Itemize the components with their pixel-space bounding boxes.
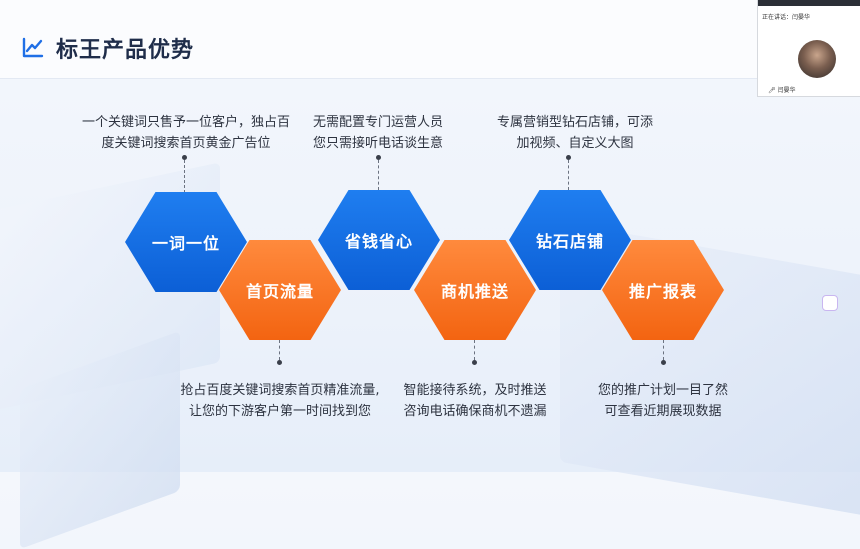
connector-line bbox=[568, 160, 569, 190]
desc-shengqian: 无需配置专门运营人员 您只需接听电话谈生意 bbox=[312, 115, 443, 151]
hex-shengqian: 省钱省心 bbox=[318, 190, 440, 290]
connector-dot bbox=[277, 360, 282, 365]
connector-line bbox=[279, 340, 280, 360]
hex-shangji: 商机推送 bbox=[414, 240, 536, 340]
desc-shouye: 抢占百度关键词搜索首页精准流量, 让您的下游客户第一时间找到您 bbox=[180, 383, 380, 419]
share-icon[interactable] bbox=[822, 295, 838, 311]
connector-line bbox=[474, 340, 475, 360]
slide-title: 标王产品优势 bbox=[56, 38, 195, 63]
slide-header: 标王产品优势 bbox=[0, 0, 860, 79]
desc-zuanshi: 专属营销型钻石店铺，可添 加视频、自定义大图 bbox=[496, 115, 653, 151]
connector-dot bbox=[376, 155, 381, 160]
participant-avatar bbox=[798, 40, 836, 78]
connector-dot bbox=[472, 360, 477, 365]
chart-line-icon bbox=[22, 37, 44, 58]
connector-dot bbox=[566, 155, 571, 160]
desc-yiciyiwei: 一个关键词只售予一位客户，独占百 度关键词搜索首页黄金广告位 bbox=[81, 115, 290, 151]
microphone-icon: 🎤︎ bbox=[768, 87, 776, 94]
desc-baobiao: 您的推广计划一目了然 可查看近期展现数据 bbox=[597, 383, 728, 419]
connector-dot bbox=[661, 360, 666, 365]
participant-name: 🎤︎ 闫晏华 bbox=[768, 87, 796, 94]
connector-line bbox=[184, 160, 185, 193]
connector-line bbox=[378, 160, 379, 190]
speaking-status: 正在讲话：闫晏华 bbox=[762, 14, 811, 21]
desc-shangji: 智能接待系统，及时推送 咨询电话确保商机不遗漏 bbox=[403, 383, 547, 419]
video-panel-toolbar[interactable] bbox=[758, 0, 860, 6]
video-participant-panel[interactable]: 正在讲话：闫晏华 🎤︎ 闫晏华 bbox=[757, 0, 860, 97]
connector-dot bbox=[182, 155, 187, 160]
connector-line bbox=[663, 340, 664, 360]
